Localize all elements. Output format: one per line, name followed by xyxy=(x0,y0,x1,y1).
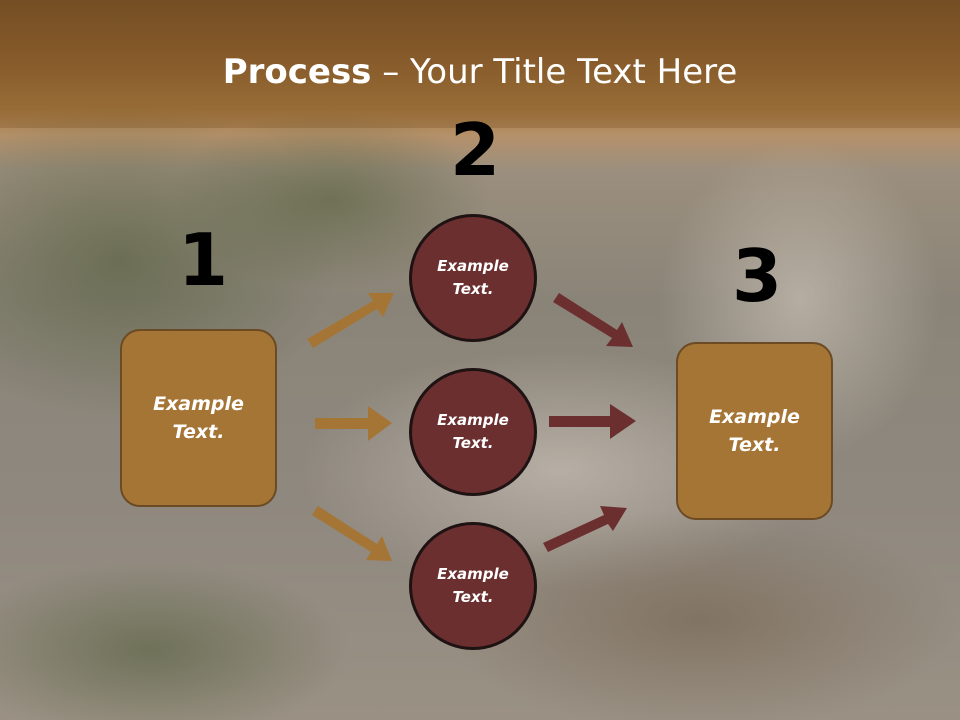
step-1-text-line1: Example xyxy=(153,392,244,415)
arrow-up-right xyxy=(553,293,633,347)
circle-3-text-line2: Text. xyxy=(452,588,494,606)
step-1-text-line2: Text. xyxy=(172,421,225,443)
step-number-2: 2 xyxy=(450,108,501,192)
arrow-down-right xyxy=(543,506,627,552)
arrow-mid-left xyxy=(315,406,392,441)
arrow-up-left xyxy=(307,293,394,348)
step-3-text-line1: Example xyxy=(709,405,800,428)
step-number-1: 1 xyxy=(178,218,229,302)
slide-title: Process – Your Title Text Here xyxy=(0,52,960,92)
title-bold: Process xyxy=(222,52,372,92)
circle-3-text-line1: Example xyxy=(437,564,509,583)
circle-2-text-line1: Example xyxy=(437,410,509,429)
step-number-3: 3 xyxy=(732,234,783,318)
right-arrows xyxy=(543,293,636,552)
step-3-text-line2: Text. xyxy=(728,434,781,456)
arrow-mid-right xyxy=(549,404,636,439)
circle-2-text-line2: Text. xyxy=(452,434,494,452)
arrow-down-left xyxy=(312,506,392,561)
left-arrows xyxy=(307,293,394,561)
circle-1-text-line2: Text. xyxy=(452,280,494,298)
title-rest: – Your Title Text Here xyxy=(371,52,738,92)
circle-1-text-line1: Example xyxy=(437,256,509,275)
